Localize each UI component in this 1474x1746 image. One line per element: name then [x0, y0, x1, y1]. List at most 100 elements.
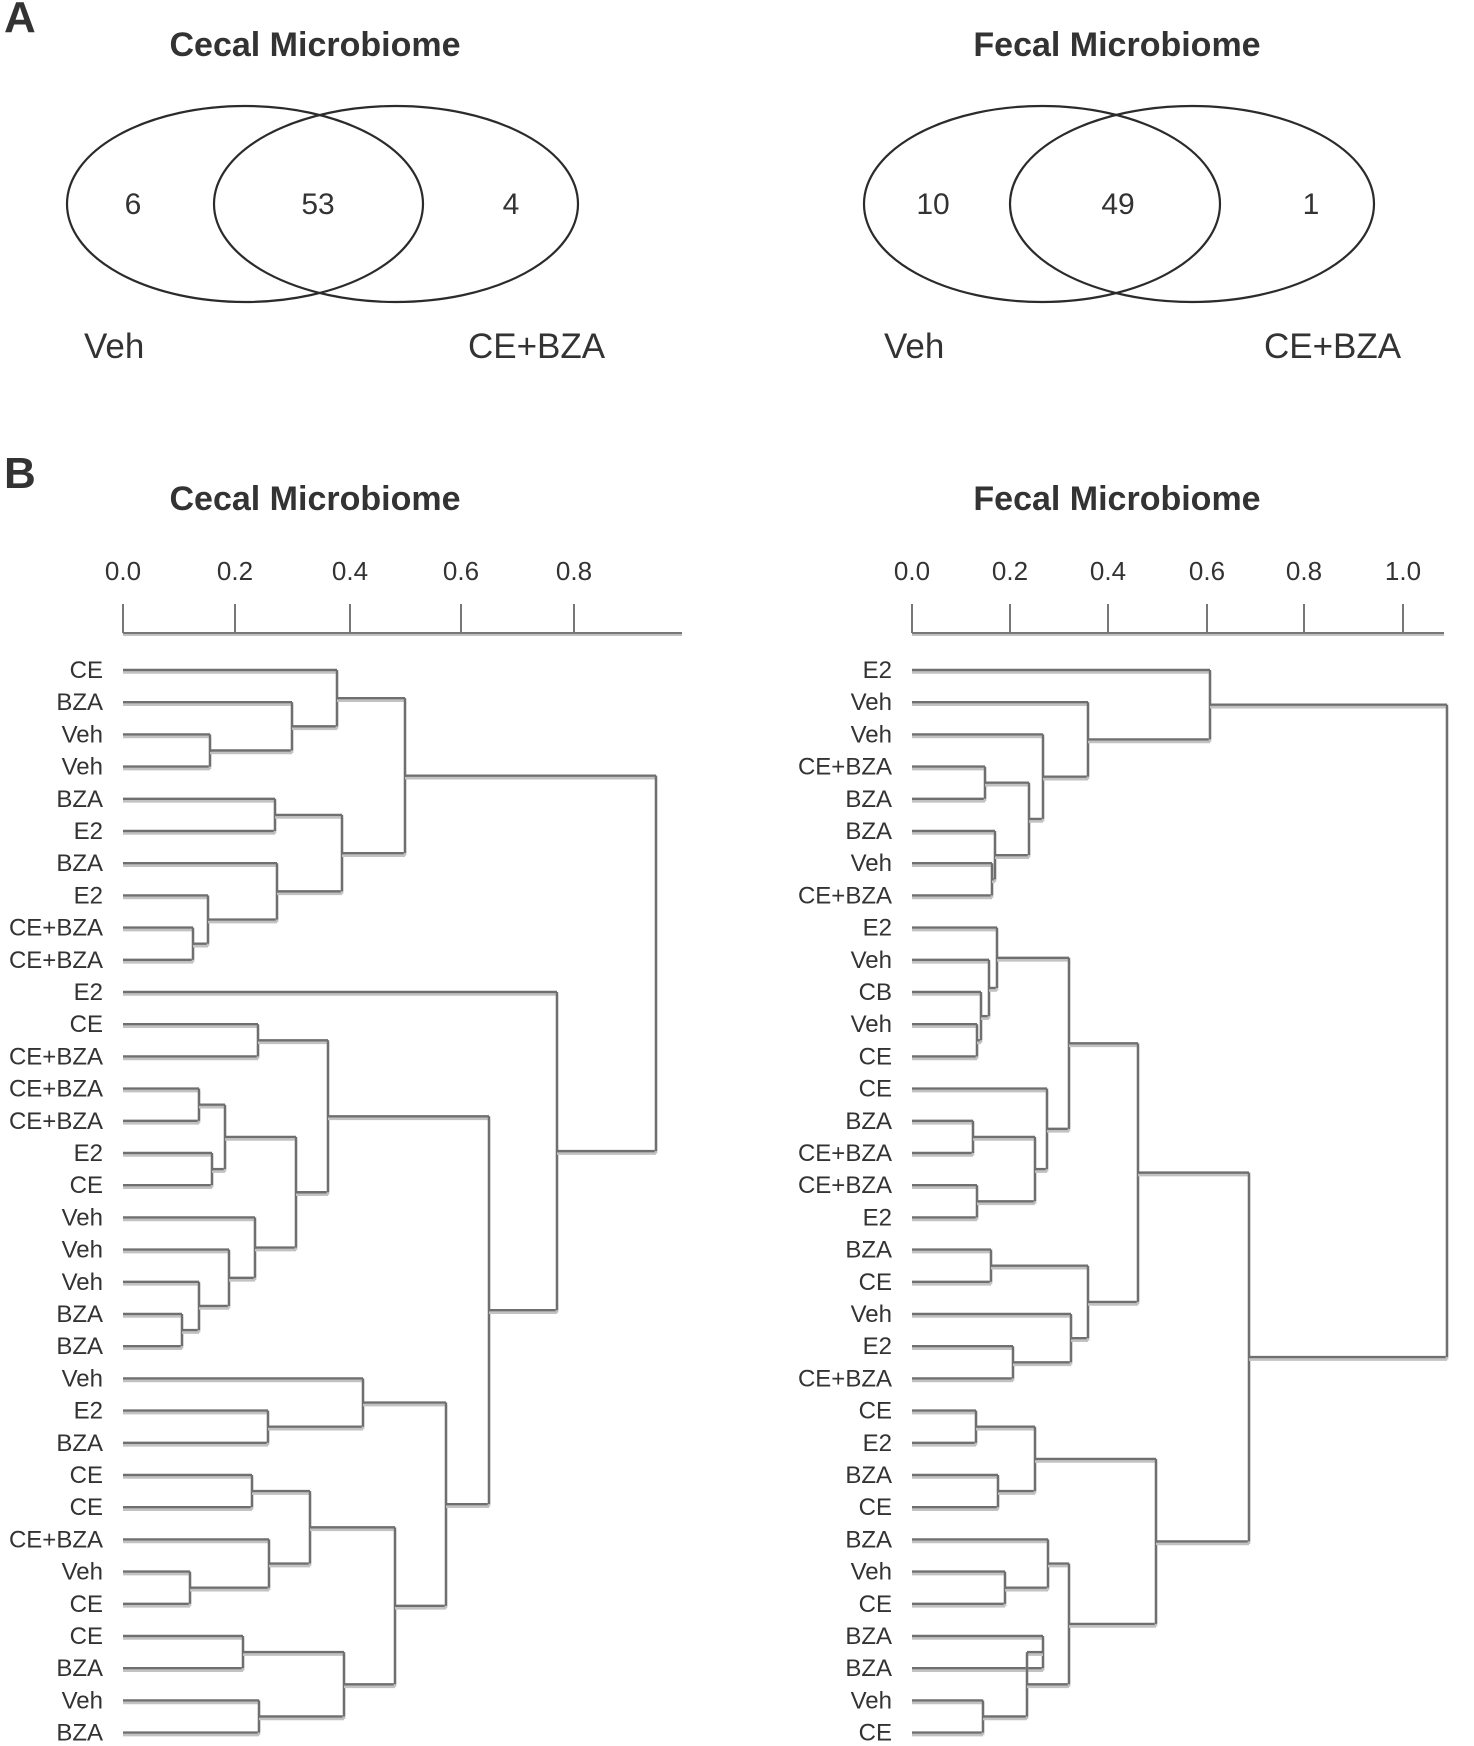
- venn-cecal-left-circle: [65, 104, 425, 304]
- cecal-leaf-label: Veh: [62, 1559, 103, 1586]
- panel-a-letter: A: [4, 0, 36, 42]
- cecal-tick-label: 0.2: [217, 556, 253, 586]
- fecal-tick-label: 0.4: [1090, 556, 1126, 586]
- cecal-leaf-label: CE: [70, 657, 103, 684]
- dendrogram-cecal: Cecal Microbiome 0.0 0.2 0.4 0.6 0.8CE BZA Veh…: [9, 480, 682, 1746]
- fecal-tick-label: 0.0: [894, 556, 930, 586]
- cecal-leaf-label: CE: [70, 1462, 103, 1489]
- cecal-leaf-label: BZA: [56, 1333, 103, 1360]
- fecal-leaf-label: Veh: [851, 721, 892, 748]
- fecal-tick-label: 0.6: [1189, 556, 1225, 586]
- fecal-leaf-label: E2: [863, 1430, 892, 1457]
- cecal-leaf-label: CE: [70, 1172, 103, 1199]
- fecal-leaf-label: CE+BZA: [798, 754, 892, 781]
- cecal-leaf-label: CE+BZA: [9, 915, 103, 942]
- venn-cecal-shared-count: 53: [301, 188, 334, 221]
- venn-cecal-right-count: 4: [503, 188, 520, 221]
- cecal-leaf-label: BZA: [56, 786, 103, 813]
- cecal-leaf-label: Veh: [62, 1365, 103, 1392]
- fecal-leaf-label: BZA: [845, 786, 892, 813]
- cecal-leaf-label: E2: [74, 1140, 103, 1167]
- cecal-leaf-label: CE: [70, 1011, 103, 1038]
- fecal-leaf-label: BZA: [845, 1526, 892, 1553]
- fecal-leaf-label: CE: [859, 1269, 892, 1296]
- fecal-leaf-label: BZA: [845, 1623, 892, 1650]
- cecal-leaf-label: BZA: [56, 689, 103, 716]
- cecal-leaf-label: CE+BZA: [9, 947, 103, 974]
- cecal-leaf-label: E2: [74, 979, 103, 1006]
- fecal-leaf-label: Veh: [851, 689, 892, 716]
- cecal-leaf-label: E2: [74, 882, 103, 909]
- cecal-leaf-label: BZA: [56, 1655, 103, 1682]
- fecal-leaf-label: CE+BZA: [798, 1172, 892, 1199]
- cecal-leaf-label: BZA: [56, 1430, 103, 1457]
- fecal-leaf-label: CE+BZA: [798, 1365, 892, 1392]
- fecal-leaf-label: CE: [859, 1043, 892, 1070]
- fecal-leaf-label: Veh: [851, 1011, 892, 1038]
- cecal-leaf-label: CE: [70, 1494, 103, 1521]
- cecal-leaf-label: E2: [74, 1398, 103, 1425]
- venn-fecal-title: Fecal Microbiome: [973, 26, 1260, 64]
- venn-cecal-left-count: 6: [125, 188, 142, 221]
- fecal-leaf-label: CE+BZA: [798, 882, 892, 909]
- cecal-leaf-label: CE+BZA: [9, 1043, 103, 1070]
- fecal-leaf-label: Veh: [851, 1301, 892, 1328]
- fecal-leaf-label: BZA: [845, 1655, 892, 1682]
- venn-cecal-right-set-label: CE+BZA: [468, 327, 606, 366]
- venn-fecal-right-set-label: CE+BZA: [1264, 327, 1402, 366]
- venn-fecal-left-set-label: Veh: [884, 327, 944, 366]
- venn-fecal-left-count: 10: [916, 188, 949, 221]
- fecal-leaf-label: CE: [859, 1720, 892, 1746]
- fecal-leaf-label: Veh: [851, 1687, 892, 1714]
- venn-cecal-right-circle: [212, 104, 580, 304]
- cecal-leaf-label: CE+BZA: [9, 1076, 103, 1103]
- venn-cecal: Cecal Microbiome 6 53 4 Veh CE+BZA: [65, 26, 606, 366]
- cecal-leaf-label: Veh: [62, 721, 103, 748]
- cecal-leaf-label: CE: [70, 1623, 103, 1650]
- fecal-leaf-label: CE: [859, 1494, 892, 1521]
- fecal-leaf-label: CB: [859, 979, 892, 1006]
- fecal-leaf-label: Veh: [851, 850, 892, 877]
- cecal-leaf-label: CE: [70, 1591, 103, 1618]
- venn-fecal-left-circle: [862, 104, 1222, 304]
- cecal-leaf-label: CE+BZA: [9, 1526, 103, 1553]
- fecal-leaf-label: BZA: [845, 1108, 892, 1135]
- cecal-tick-label: 0.6: [443, 556, 479, 586]
- cecal-leaf-label: Veh: [62, 1204, 103, 1231]
- cecal-leaf-label: Veh: [62, 1237, 103, 1264]
- cecal-leaf-label: CE+BZA: [9, 1108, 103, 1135]
- venn-cecal-left-set-label: Veh: [84, 327, 144, 366]
- cecal-leaf-label: Veh: [62, 1269, 103, 1296]
- venn-fecal-right-count: 1: [1303, 188, 1320, 221]
- fecal-leaf-label: CE: [859, 1076, 892, 1103]
- fecal-tick-label: 0.8: [1286, 556, 1322, 586]
- fecal-leaf-label: BZA: [845, 1462, 892, 1489]
- fecal-leaf-label: Veh: [851, 947, 892, 974]
- cecal-tick-label: 0.0: [105, 556, 141, 586]
- panel-b-letter: B: [4, 449, 36, 498]
- cecal-leaf-label: Veh: [62, 754, 103, 781]
- fecal-leaf-label: E2: [863, 657, 892, 684]
- fecal-tick-label: 0.2: [992, 556, 1028, 586]
- fecal-leaf-label: BZA: [845, 818, 892, 845]
- cecal-leaf-label: BZA: [56, 850, 103, 877]
- cecal-leaf-label: E2: [74, 818, 103, 845]
- fecal-tick-label: 1.0: [1385, 556, 1421, 586]
- venn-cecal-title: Cecal Microbiome: [170, 26, 461, 64]
- fecal-leaf-label: E2: [863, 1204, 892, 1231]
- venn-fecal: Fecal Microbiome 10 49 1 Veh CE+BZA: [862, 26, 1402, 366]
- dendrogram-fecal-title: Fecal Microbiome: [973, 480, 1260, 518]
- fecal-leaf-label: E2: [863, 1333, 892, 1360]
- fecal-leaf-label: BZA: [845, 1237, 892, 1264]
- dendrogram-cecal-title: Cecal Microbiome: [170, 480, 461, 518]
- venn-fecal-right-circle: [1008, 104, 1376, 304]
- cecal-tick-label: 0.4: [332, 556, 368, 586]
- fecal-leaf-label: CE: [859, 1591, 892, 1618]
- fecal-leaf-label: Veh: [851, 1559, 892, 1586]
- venn-fecal-shared-count: 49: [1101, 188, 1134, 221]
- fecal-leaf-label: CE: [859, 1398, 892, 1425]
- cecal-tick-label: 0.8: [556, 556, 592, 586]
- cecal-leaf-label: BZA: [56, 1301, 103, 1328]
